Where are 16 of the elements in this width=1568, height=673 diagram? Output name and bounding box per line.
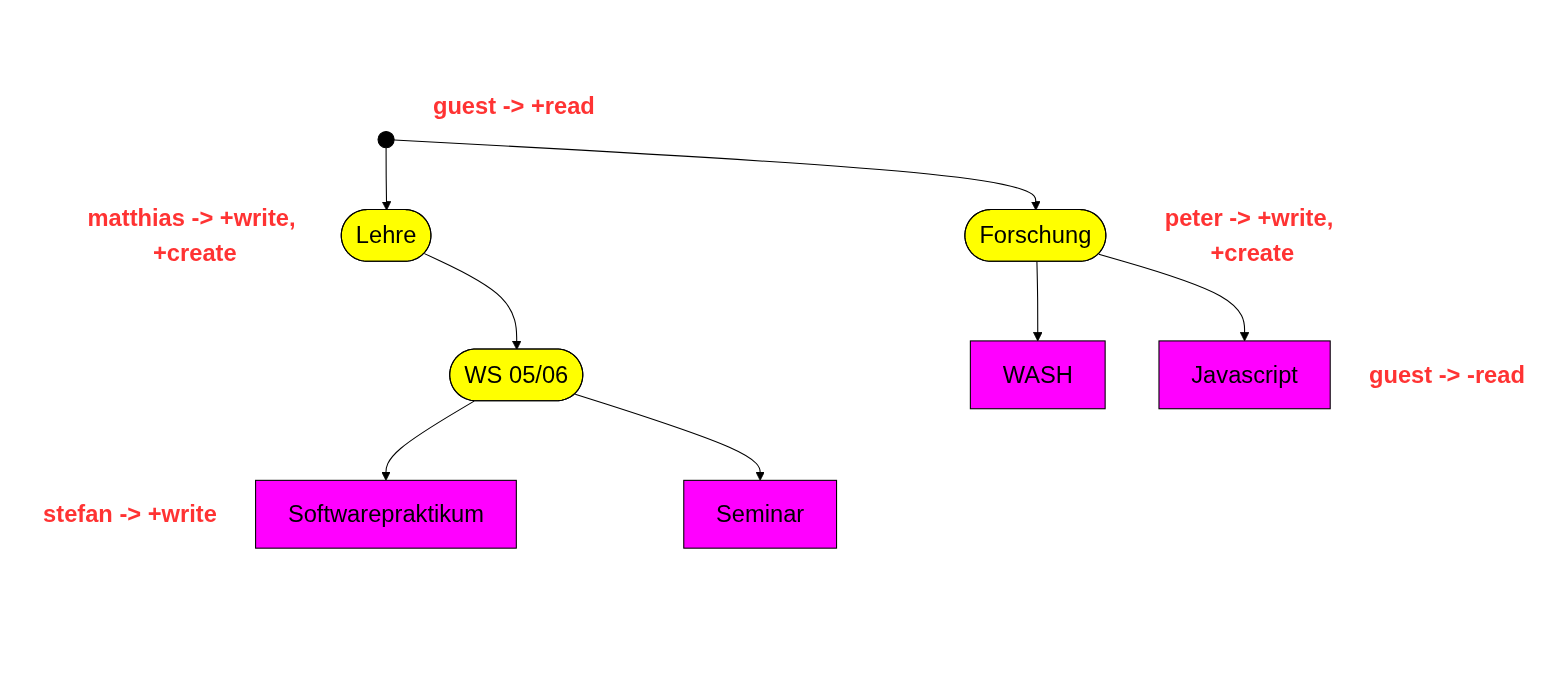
- node-label: peter -> +write, +create: [1164, 203, 1334, 267]
- arrow: [423, 252, 522, 350]
- arrow: [381, 146, 392, 211]
- node-box: Javascript: [1158, 340, 1331, 409]
- node-label: stefan -> +write: [43, 500, 217, 528]
- node-label: matthias -> +write, +create: [87, 203, 296, 267]
- node-box: Softwarepraktikum: [255, 479, 517, 549]
- node-label: guest -> -read: [1368, 360, 1525, 388]
- node-label: guest -> +read: [432, 91, 595, 119]
- node-box: WASH: [969, 340, 1106, 409]
- arrow: [1033, 260, 1043, 341]
- arrow: [574, 393, 765, 481]
- node-circle: [377, 130, 395, 148]
- arrow: [381, 400, 475, 481]
- node-box: Seminar: [683, 479, 838, 549]
- arrow: [1098, 253, 1250, 341]
